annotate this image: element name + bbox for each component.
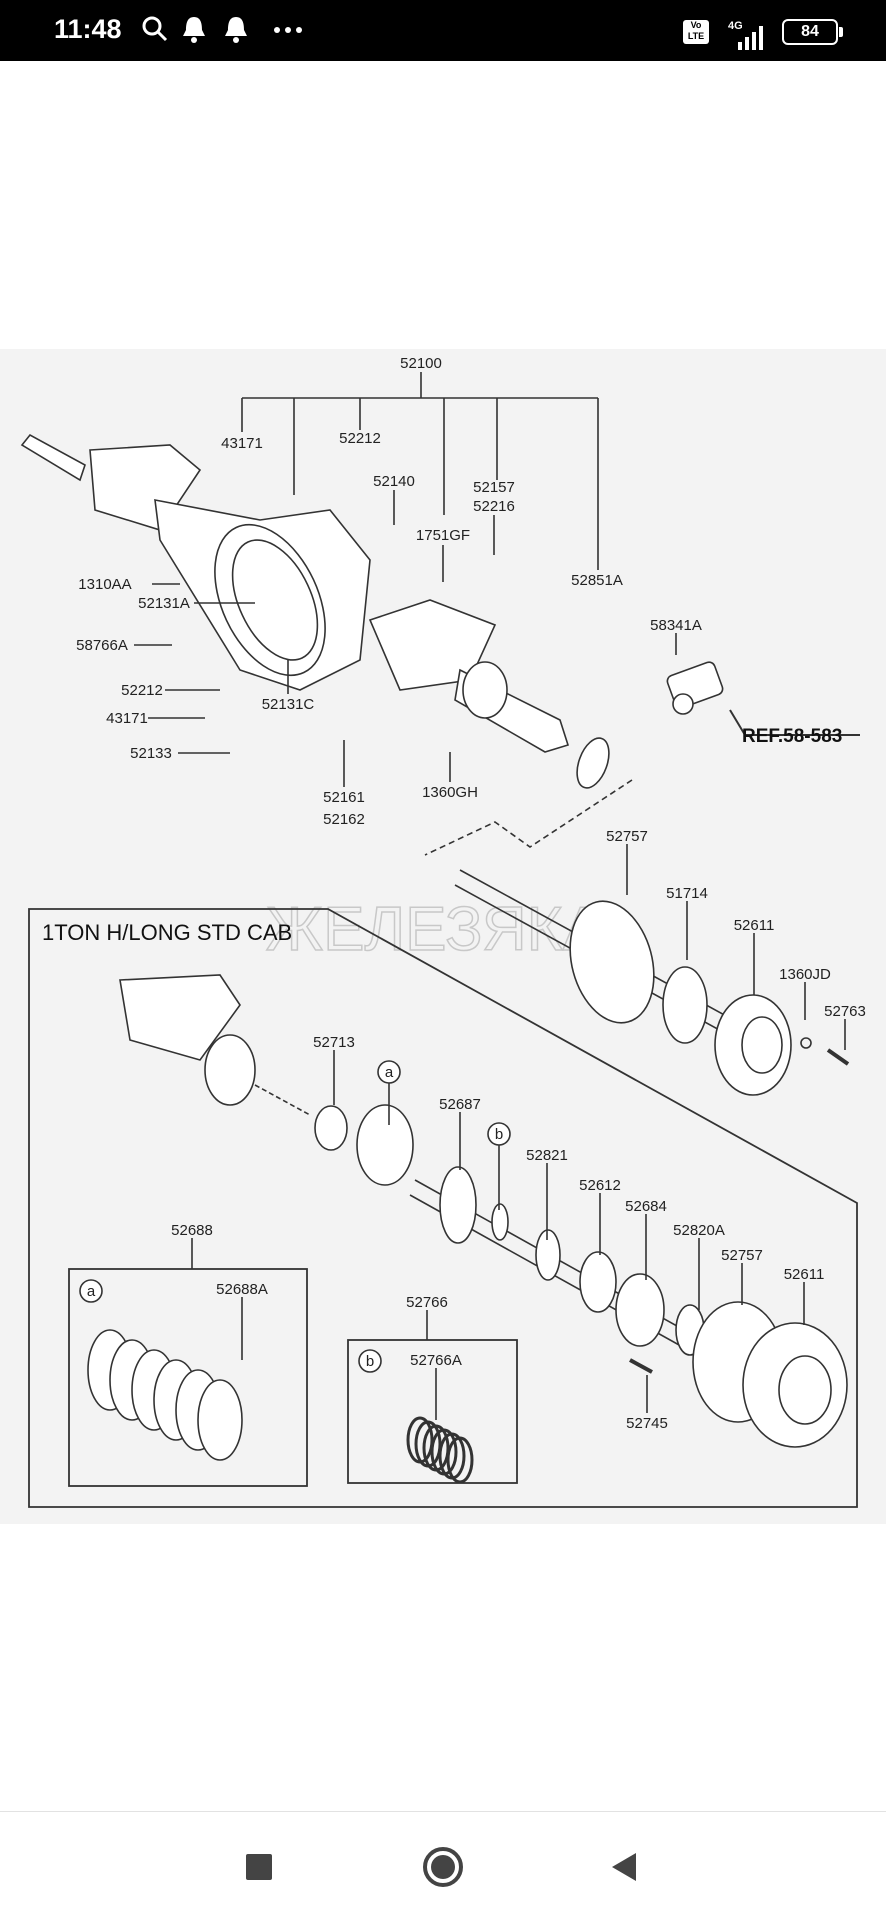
part-label-52851A[interactable]: 52851A bbox=[571, 572, 623, 589]
callout-b-box: b bbox=[366, 1353, 374, 1370]
navigation-bar bbox=[0, 1811, 886, 1921]
part-label-52212[interactable]: 52212 bbox=[121, 682, 163, 699]
part-label-52100[interactable]: 52100 bbox=[400, 355, 442, 372]
part-label-52763[interactable]: 52763 bbox=[824, 1003, 866, 1020]
search-icon bbox=[142, 16, 168, 42]
callout-a-box: a bbox=[87, 1283, 96, 1300]
spring-coil bbox=[446, 1436, 474, 1484]
part-label-52688A[interactable]: 52688A bbox=[216, 1281, 268, 1298]
part-label-52766[interactable]: 52766 bbox=[406, 1294, 448, 1311]
part-label-52611[interactable]: 52611 bbox=[734, 917, 775, 934]
part-label-52157[interactable]: 52157 bbox=[473, 479, 515, 496]
part-label-52688[interactable]: 52688 bbox=[171, 1222, 213, 1239]
ref-label[interactable]: REF.58-583 bbox=[742, 726, 842, 747]
clutch-plate bbox=[197, 1379, 243, 1461]
callout-b: b bbox=[495, 1126, 503, 1143]
part-label-52821[interactable]: 52821 bbox=[526, 1147, 568, 1164]
part-label-52757[interactable]: 52757 bbox=[606, 828, 648, 845]
part-label-1751GF[interactable]: 1751GF bbox=[416, 527, 470, 544]
home-circle-icon[interactable] bbox=[418, 1842, 468, 1892]
part-label-52820A[interactable]: 52820A bbox=[673, 1222, 725, 1239]
battery-indicator: 84 bbox=[782, 19, 843, 45]
part-label-58341A[interactable]: 58341A bbox=[650, 617, 702, 634]
spring-coil bbox=[414, 1420, 442, 1468]
spring-coil bbox=[438, 1432, 466, 1480]
part-label-52212[interactable]: 52212 bbox=[339, 430, 381, 447]
volte-badge: Vo LTE bbox=[683, 20, 709, 44]
notification-bell-icon bbox=[183, 17, 205, 43]
spring-coil bbox=[422, 1424, 450, 1472]
part-label-43171[interactable]: 43171 bbox=[221, 435, 263, 452]
part-label-58766A[interactable]: 58766A bbox=[76, 637, 128, 654]
part-label-52766A[interactable]: 52766A bbox=[410, 1352, 462, 1369]
back-triangle-icon[interactable] bbox=[600, 1842, 650, 1892]
signal-icon bbox=[738, 26, 763, 50]
part-label-52131A[interactable]: 52131A bbox=[138, 595, 190, 612]
part-label-52687[interactable]: 52687 bbox=[439, 1096, 481, 1113]
notification-bell-icon bbox=[225, 17, 247, 43]
inset-title: 1TON H/LONG STD CAB bbox=[42, 920, 292, 945]
recent-apps-square-icon[interactable] bbox=[234, 1842, 284, 1892]
part-label-1310AA[interactable]: 1310AA bbox=[78, 576, 131, 593]
part-label-52757[interactable]: 52757 bbox=[721, 1247, 763, 1264]
status-bar: 11:48 Vo LTE 4G 84 bbox=[0, 0, 886, 61]
part-label-52745[interactable]: 52745 bbox=[626, 1415, 668, 1432]
watermark: ЖЕЛЕЗЯКА bbox=[266, 895, 605, 964]
spring-coil bbox=[430, 1428, 458, 1476]
more-dots-icon bbox=[274, 27, 302, 33]
network-type: 4G bbox=[728, 20, 743, 32]
callout-a: a bbox=[385, 1064, 394, 1081]
part-label-52140[interactable]: 52140 bbox=[373, 473, 415, 490]
part-label-52611[interactable]: 52611 bbox=[784, 1266, 825, 1283]
part-label-52713[interactable]: 52713 bbox=[313, 1034, 355, 1051]
spring-coil bbox=[406, 1416, 434, 1464]
part-label-52133[interactable]: 52133 bbox=[130, 745, 172, 762]
part-label-52161[interactable]: 52161 bbox=[323, 789, 365, 806]
parts-diagram: ЖЕЛЕЗЯКА bbox=[0, 349, 886, 1524]
part-label-52131C[interactable]: 52131C bbox=[262, 696, 315, 713]
clock: 11:48 bbox=[54, 14, 122, 44]
part-label-52684[interactable]: 52684 bbox=[625, 1198, 667, 1215]
part-label-52216[interactable]: 52216 bbox=[473, 498, 515, 515]
part-label-52612[interactable]: 52612 bbox=[579, 1177, 621, 1194]
part-label-1360GH[interactable]: 1360GH bbox=[422, 784, 478, 801]
part-label-51714[interactable]: 51714 bbox=[666, 885, 708, 902]
part-label-52162[interactable]: 52162 bbox=[323, 811, 365, 828]
part-label-43171[interactable]: 43171 bbox=[106, 710, 148, 727]
parts-diagram-drawing: ЖЕЛЕЗЯКА bbox=[20, 355, 866, 1508]
part-label-1360JD[interactable]: 1360JD bbox=[779, 966, 831, 983]
